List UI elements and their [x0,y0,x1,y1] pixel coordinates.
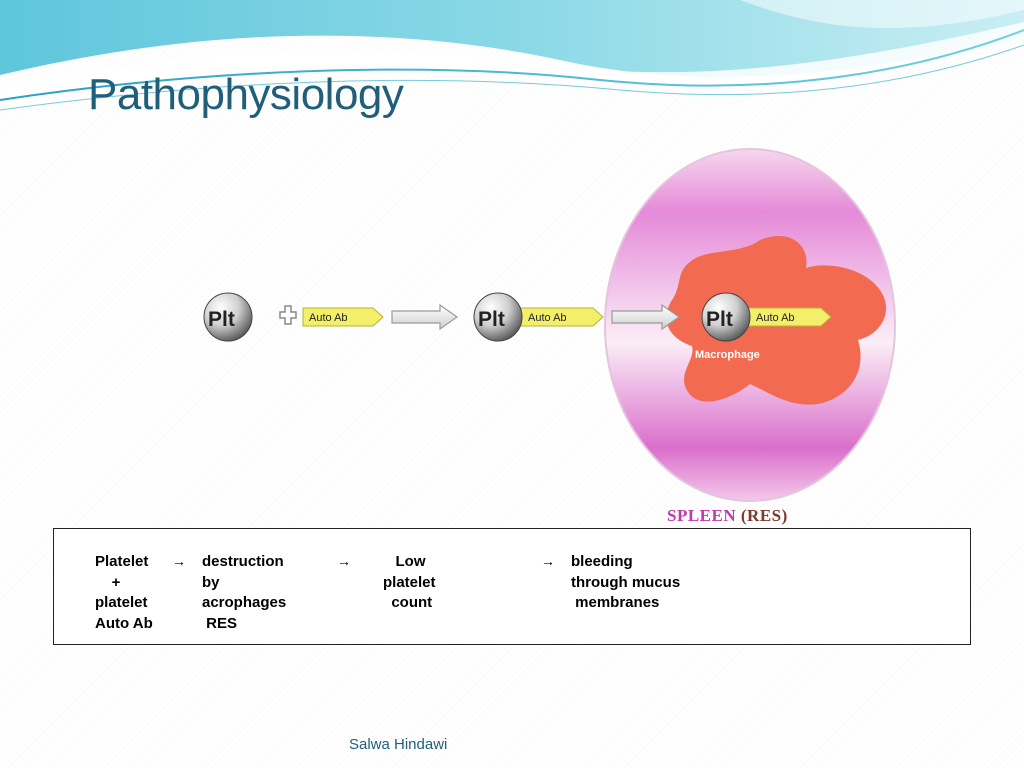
header-wave-decoration [0,0,1024,111]
flow-col1-line1: Platelet [95,553,149,570]
auto-ab-label-3: Auto Ab [756,312,795,324]
flow-col3-line2: platelet [383,573,436,591]
platelet-label-2: Plt [478,308,505,331]
flow-col4-line3: membranes [571,594,660,611]
flow-col2-line4: RES [202,614,238,632]
platelet-label-3: Plt [706,308,733,331]
flow-col2-line3: acrophages [202,594,287,611]
flow-col2-line1: destruction [202,553,284,570]
spleen-res-label: SPLEEN (RES) [667,506,788,526]
flow-col4-line1: bleeding [571,553,633,570]
platelet-icon-2 [473,292,523,342]
plus-shape [279,305,297,325]
auto-ab-label-1: Auto Ab [309,312,348,324]
flow-col3-line3: count [383,594,433,611]
process-arrow-1 [391,303,459,331]
flow-summary-box: Platelet + platelet Auto Ab → destructio… [53,528,971,645]
spleen-label: SPLEEN [667,506,737,525]
pathophysiology-diagram: Macrophage Plt Auto Ab Plt Auto Ab Plt A… [203,148,896,502]
flow-arrow-3: → [541,553,555,569]
footer-author: Salwa Hindawi [349,736,448,753]
flow-col1-line2: + [95,573,121,591]
process-arrow-2 [611,303,681,331]
flow-arrow-1: → [172,553,186,569]
flow-col2-line2: by [202,573,220,591]
res-label: (RES) [740,506,788,525]
flow-col4-line2: through mucus [571,573,681,591]
flow-col3-line1: Low [383,553,426,570]
platelet-label-1: Plt [208,308,235,331]
macrophage-label: Macrophage [695,349,760,361]
flow-arrow-2: → [337,553,351,569]
slide-title: Pathophysiology [88,70,404,119]
platelet-icon-3 [701,292,751,342]
flow-col1-line3: platelet [95,594,148,611]
auto-ab-tag-1 [302,307,384,327]
auto-ab-label-2: Auto Ab [528,312,567,324]
flow-col1-line4: Auto Ab [95,614,153,632]
platelet-icon-1 [203,292,253,342]
